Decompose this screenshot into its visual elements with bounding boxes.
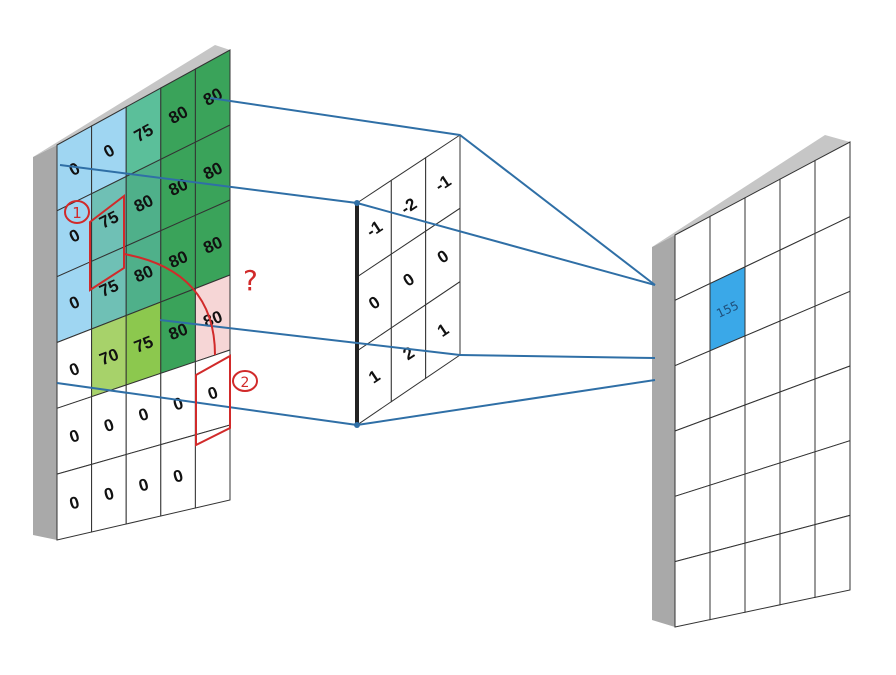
output-cell <box>744 320 781 406</box>
annotation-circle-1 <box>64 200 90 224</box>
output-cell <box>744 391 781 475</box>
output-cell <box>744 462 781 544</box>
projection-line <box>56 382 358 426</box>
projection-lines <box>56 97 656 426</box>
annotation-circle-2 <box>232 370 258 392</box>
output-cell <box>709 335 746 419</box>
input-panel-side <box>33 145 57 540</box>
projection-line <box>356 379 656 426</box>
output-panel-side <box>652 235 675 627</box>
input-panel: 0075808007580808007580808007075808000000… <box>33 45 231 541</box>
output-cell <box>674 484 711 563</box>
input-panel-top <box>33 45 230 157</box>
output-cell <box>709 404 746 486</box>
output-cell <box>709 542 746 621</box>
annotation-label-2: 2 <box>241 375 250 391</box>
output-cell <box>779 523 816 606</box>
highlight-box-2 <box>195 354 231 447</box>
annotation-label-1: 1 <box>72 204 82 222</box>
projection-line <box>209 97 461 136</box>
projection-point <box>354 200 360 206</box>
projection-line <box>356 202 656 286</box>
annotation-question: ? <box>243 264 258 297</box>
output-panel: 155 <box>652 135 851 628</box>
output-cell <box>674 417 711 498</box>
annotation-arc <box>123 253 216 356</box>
projection-line <box>59 164 358 204</box>
input-grid: 0075808007580808007580808007075808000000… <box>56 49 231 541</box>
projection-line <box>159 319 461 356</box>
projection-point <box>354 422 360 428</box>
output-cell <box>814 290 851 380</box>
output-cell <box>814 514 851 599</box>
output-cell <box>779 305 816 393</box>
output-grid: 155 <box>674 141 851 628</box>
input-cell <box>194 424 231 509</box>
output-cell <box>814 439 851 526</box>
projection-line <box>459 134 656 286</box>
projection-line <box>459 354 656 359</box>
output-cell <box>779 378 816 464</box>
output-cell <box>674 551 711 628</box>
output-cell <box>814 365 851 453</box>
output-cell <box>744 533 781 613</box>
highlight-box-1 <box>89 193 125 292</box>
output-panel-top <box>652 135 850 247</box>
annotations: 1 2 ? <box>64 193 258 447</box>
output-cell <box>779 451 816 535</box>
output-cell <box>709 473 746 554</box>
